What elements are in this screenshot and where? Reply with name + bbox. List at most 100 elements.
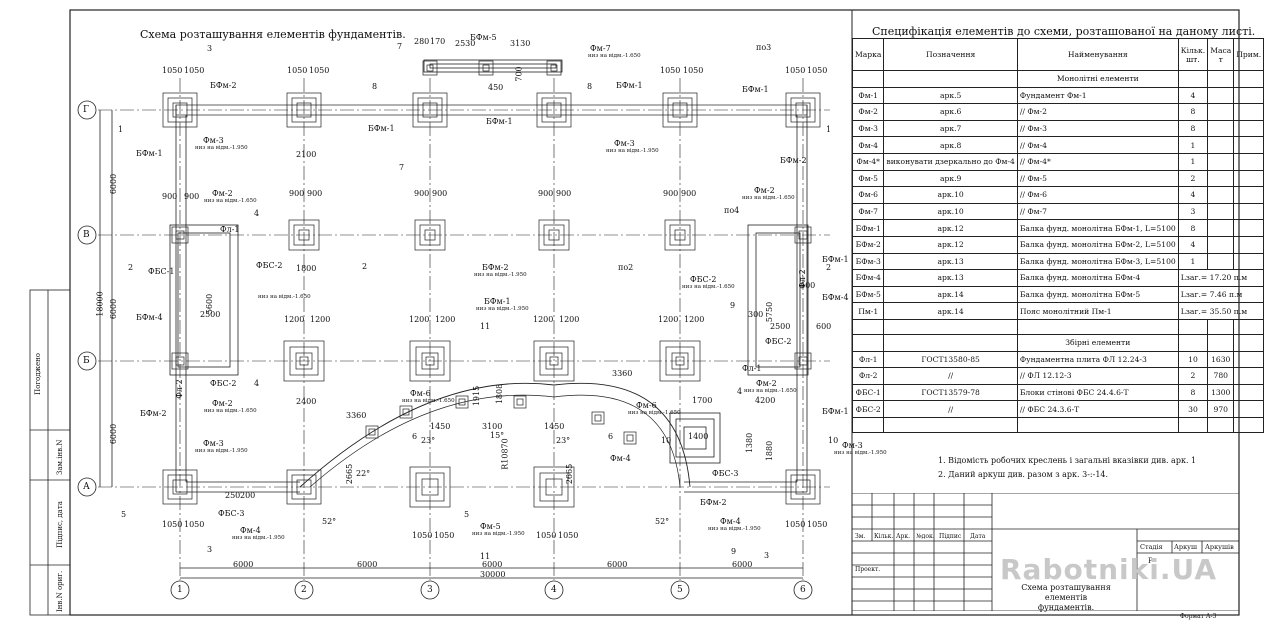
- cell-mark: Фм-7: [851, 202, 885, 221]
- cell-note: [1233, 235, 1265, 254]
- stage-value: Р: [1148, 557, 1153, 565]
- footing-fm7-2-outline-0: [546, 60, 562, 76]
- pad-arc-4-outline-1: [594, 414, 602, 422]
- section-2-c: 2: [826, 263, 832, 272]
- footing-v-0-outline-1: [175, 230, 185, 240]
- side-dim-3: 6000: [109, 423, 119, 445]
- cell-mass: [1207, 252, 1235, 271]
- section-4-a: 4: [254, 209, 260, 218]
- dim-700: 700: [514, 66, 524, 82]
- cell-mark: Фм-2: [851, 103, 885, 121]
- dim-450: 450: [488, 83, 504, 92]
- label-bfm1-b: БФм-1: [486, 117, 513, 126]
- cell-qty: Lзаг.= 17.20 п.м: [1177, 269, 1265, 287]
- footing-v-2-outline-0: [414, 219, 446, 251]
- footing-a-5-outline-1: [790, 474, 816, 500]
- dim-1200-d: 1200: [435, 315, 456, 324]
- section-11-b: 11: [480, 552, 491, 561]
- cell-mark: Фм-4: [851, 136, 885, 154]
- section-8-b: 8: [587, 82, 593, 91]
- note-1950-c: низ на відм.-1.950: [195, 448, 248, 454]
- cell-qty: 30: [1177, 400, 1209, 418]
- dim-4200: 4200: [755, 396, 776, 405]
- dim-1200-b: 1200: [310, 315, 331, 324]
- cell-mark: Фм-5: [851, 169, 885, 188]
- footing-a-3-outline-0: [533, 466, 575, 508]
- dim-900-i: 900: [663, 189, 679, 198]
- angle-52-a: 52°: [322, 517, 337, 526]
- footing-b-5-outline-0: [794, 352, 812, 370]
- angle-23-b: 23°: [556, 436, 571, 445]
- dim-3360: 3360: [346, 411, 367, 420]
- footing-g-3-outline-2: [546, 102, 562, 118]
- cell-note: [1233, 219, 1265, 237]
- section-9-b: 9: [731, 547, 737, 556]
- bay-dim-2: 6000: [357, 560, 378, 569]
- dim-1050-b: 1050: [184, 66, 205, 75]
- cell-designation: арк.12: [883, 235, 1018, 254]
- cell-mass: [1207, 169, 1235, 188]
- footing-g-4-outline-2: [672, 102, 688, 118]
- pad-arc-2-outline-1: [458, 398, 466, 406]
- cell-qty: 4: [1177, 86, 1209, 105]
- cell-mark: Фл-2: [851, 367, 885, 385]
- note-1650-g: низ на відм.-1.650: [402, 398, 455, 404]
- dim-280: 280: [414, 37, 430, 46]
- dim-1450-a: 1450: [430, 422, 451, 431]
- dim-1050-j: 1050: [184, 520, 205, 529]
- dim-600: 600: [816, 322, 832, 331]
- cell-name: Фундаментна плита ФЛ 12.24-3: [1016, 350, 1179, 369]
- note-1650-fm7: низ на відм.-1.650: [588, 53, 641, 59]
- spec-blank-row: [851, 416, 1265, 433]
- dim-2100-a: 2100: [296, 150, 317, 159]
- cell-mark: БФм-3: [851, 252, 885, 271]
- label-bfm2-top: БФм-2: [210, 81, 237, 90]
- footing-b-3-outline-0: [533, 340, 575, 382]
- footing-g-5-outline-2: [795, 102, 811, 118]
- section-4-c: 4: [737, 387, 743, 396]
- axis-number-4: 4: [551, 585, 557, 595]
- note-1650-b: низ на відм.-1.650: [742, 195, 795, 201]
- pad-arc-5-outline-1: [626, 434, 634, 442]
- cell-qty: 10: [1177, 350, 1209, 369]
- cell-note: [1233, 86, 1265, 105]
- section-10-a: 10: [661, 436, 672, 445]
- dim-5600: 5600: [205, 293, 215, 315]
- stamp-replace-inv: Зам.інв.N: [56, 439, 64, 475]
- stamp-col-1: Зм.: [855, 533, 866, 540]
- cell-mark: Фм-1: [851, 86, 885, 105]
- total-length: 30000: [480, 570, 506, 579]
- dim-1050-l: 1050: [434, 531, 455, 540]
- footing-fm7-1-outline-1: [482, 64, 490, 72]
- dim-1200-f: 1200: [559, 315, 580, 324]
- cell-mass: [1207, 186, 1235, 204]
- note-1650-h: низ на відм.-1.650: [628, 410, 681, 416]
- label-fm3-bot: Фм-3: [203, 439, 224, 448]
- cell-name: // Фм-3: [1016, 119, 1179, 138]
- note-1650-f: низ на відм.-1.650: [744, 388, 797, 394]
- note-1950-mid2: низ на відм.-1.950: [476, 306, 529, 312]
- cell-mark: БФм-5: [851, 285, 885, 304]
- note-1950-b: низ на відм.-1.950: [606, 148, 659, 154]
- cell-mass: 780: [1207, 367, 1235, 385]
- note-1950-f: низ на відм.-1.950: [472, 531, 525, 537]
- cell-name: // Фм-6: [1016, 186, 1179, 204]
- dim-900-g: 900: [538, 189, 554, 198]
- footing-b-0-outline-1: [175, 356, 185, 366]
- stamp-col-3: Арк.: [896, 533, 911, 540]
- dim-1050-m: 1050: [536, 531, 557, 540]
- footing-a-1-outline-1: [291, 474, 317, 500]
- footing-a-5-outline-2: [795, 479, 811, 495]
- dim-1200-h: 1200: [684, 315, 705, 324]
- bay-dim-3: 6000: [482, 560, 503, 569]
- bay-dim-4: 6000: [607, 560, 628, 569]
- dim-1050-g: 1050: [785, 66, 806, 75]
- footing-g-4-outline-1: [667, 97, 693, 123]
- cell-designation: арк.12: [883, 219, 1018, 237]
